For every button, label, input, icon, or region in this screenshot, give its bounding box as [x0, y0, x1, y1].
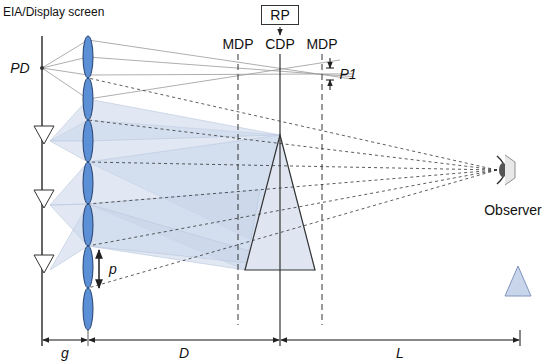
observer-eye — [497, 155, 515, 185]
label-text: P1 — [339, 66, 356, 82]
label-text: p — [109, 261, 117, 277]
label-text: Observer — [484, 202, 542, 218]
label-text: MDP — [222, 36, 253, 52]
lens-array — [83, 36, 93, 330]
pitch-arrow — [98, 250, 99, 288]
p1-arrow — [330, 80, 331, 90]
pointer-arrow — [280, 27, 281, 35]
label-text: EIA/Display screen — [3, 4, 104, 20]
label-text: CDP — [265, 36, 295, 52]
light-bundles — [50, 99, 315, 270]
label-text: g — [61, 345, 69, 361]
label-text: L — [396, 345, 404, 361]
box-text: RP — [270, 7, 289, 23]
dimension-line — [43, 330, 520, 346]
perceived-image — [505, 266, 531, 296]
elemental-images — [34, 126, 54, 273]
sight-lines — [88, 78, 497, 288]
label-box: RP — [261, 5, 298, 25]
cdp-plane — [279, 54, 280, 346]
p1-arrow — [330, 58, 331, 68]
pixel-point — [40, 66, 44, 70]
label-text: PD — [10, 60, 29, 76]
label-text: MDP — [306, 36, 337, 52]
label-text: D — [179, 345, 189, 361]
